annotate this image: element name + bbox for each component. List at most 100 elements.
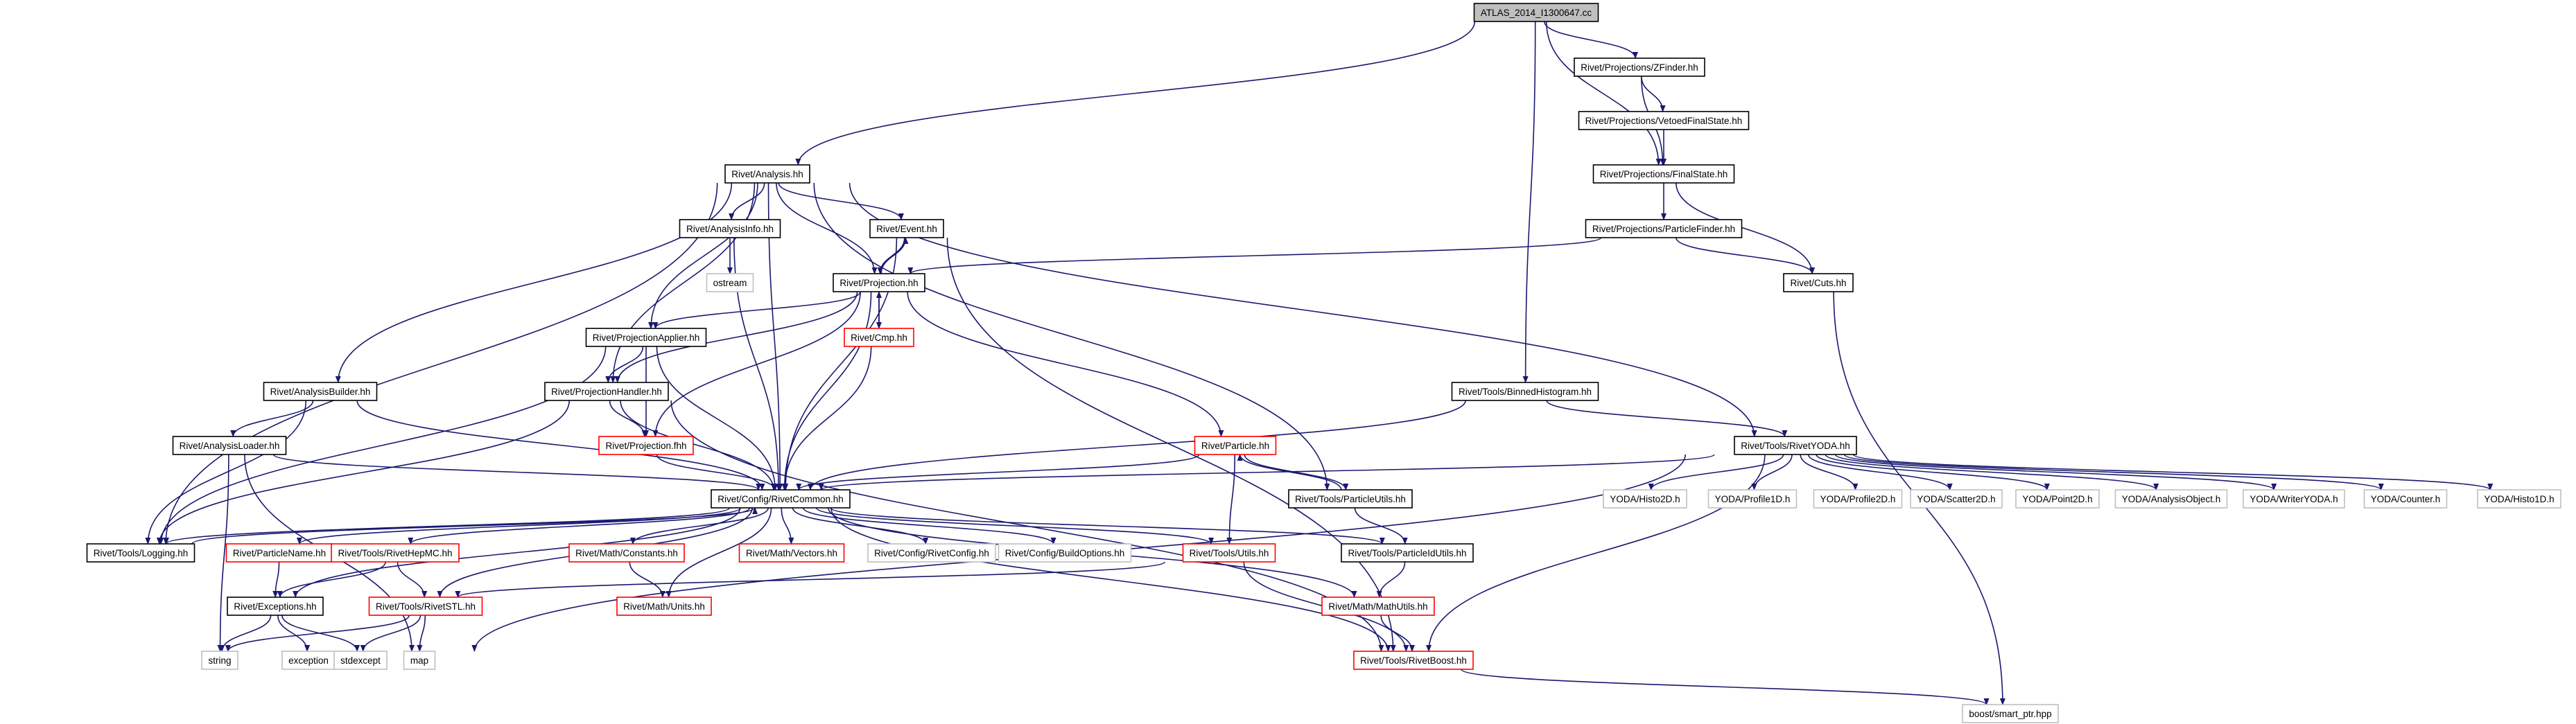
node-rivethepmc[interactable]: Rivet/Tools/RivetHepMC.hh [331, 543, 460, 563]
node-mathvectors[interactable]: Rivet/Math/Vectors.hh [738, 543, 845, 563]
node-box [2015, 489, 2100, 509]
node-box [568, 543, 685, 563]
edge-rivetyoda-to-analysisobject [1825, 454, 2159, 491]
node-label: YODA/Profile2D.h [1820, 494, 1896, 504]
node-analysisobject: YODA/AnalysisObject.h [2114, 489, 2228, 509]
edge-rivetstl-to-map [417, 615, 426, 652]
edge-finalstate-to-cuts [1676, 182, 1816, 274]
node-projapplier[interactable]: Rivet/ProjectionApplier.hh [585, 328, 707, 347]
node-box [1734, 436, 1857, 455]
node-label: YODA/Counter.h [2371, 494, 2441, 504]
node-box [403, 651, 436, 670]
node-logging[interactable]: Rivet/Tools/Logging.hh [86, 543, 195, 563]
node-label: Rivet/ParticleName.hh [233, 548, 326, 558]
node-label: YODA/WriterYODA.h [2249, 494, 2338, 504]
node-analysisbuilder[interactable]: Rivet/AnalysisBuilder.hh [263, 382, 378, 401]
node-box [616, 597, 712, 616]
edge-logging-to-rivetcommon [191, 507, 758, 545]
node-map: map [403, 651, 436, 670]
node-label: Rivet/Math/MathUtils.hh [1328, 601, 1427, 612]
edge-rivetstl-to-stdexcept [360, 615, 421, 652]
node-box [1182, 543, 1276, 563]
node-label: Rivet/Tools/ParticleUtils.hh [1295, 494, 1406, 504]
node-rivetstl[interactable]: Rivet/Tools/RivetSTL.hh [368, 597, 483, 616]
node-box [1574, 58, 1705, 77]
edge-mathconstants-to-mathunits [629, 561, 665, 598]
node-rivetyoda[interactable]: Rivet/Tools/RivetYODA.hh [1734, 436, 1857, 455]
node-box [1321, 597, 1435, 616]
node-label: Rivet/Projection.hh [839, 278, 918, 288]
node-box [333, 651, 388, 670]
node-histo2d: YODA/Histo2D.h [1603, 489, 1687, 509]
node-box [1585, 219, 1743, 238]
node-utils[interactable]: Rivet/Tools/Utils.hh [1182, 543, 1276, 563]
edge-analysisbuilder-to-analysisloader [230, 400, 314, 437]
node-scatter2d: YODA/Scatter2D.h [1910, 489, 2003, 509]
node-finalstate[interactable]: Rivet/Projections/FinalState.hh [1592, 164, 1735, 184]
node-zfinder[interactable]: Rivet/Projections/ZFinder.hh [1574, 58, 1705, 77]
node-smartptr: boost/smart_ptr.hpp [1962, 704, 2059, 723]
node-rivetboost[interactable]: Rivet/Tools/RivetBoost.hh [1353, 651, 1474, 670]
edge-rivethepmc-to-exceptions [277, 561, 386, 598]
node-binnedhisto[interactable]: Rivet/Tools/BinnedHistogram.hh [1451, 382, 1599, 401]
node-cmp[interactable]: Rivet/Cmp.hh [844, 328, 914, 347]
edges-layer [145, 21, 2493, 705]
node-projhandler[interactable]: Rivet/ProjectionHandler.hh [544, 382, 669, 401]
node-label: Rivet/Analysis.hh [731, 169, 803, 179]
node-mathunits[interactable]: Rivet/Math/Units.hh [616, 597, 712, 616]
node-event[interactable]: Rivet/Event.hh [869, 219, 944, 238]
node-label: Rivet/Math/Constants.hh [575, 548, 678, 558]
node-vetoed[interactable]: Rivet/Projections/VetoedFinalState.hh [1578, 111, 1750, 130]
node-particleidutils[interactable]: Rivet/Tools/ParticleIdUtils.hh [1341, 543, 1474, 563]
node-box [1707, 489, 1798, 509]
node-analysisinfo[interactable]: Rivet/AnalysisInfo.hh [679, 219, 781, 238]
nodes-layer: ATLAS_2014_I1300647.ccRivet/Projections/… [86, 3, 2561, 723]
node-box [1813, 489, 1903, 509]
node-box [1288, 489, 1413, 509]
node-box [711, 489, 851, 509]
node-box [1592, 164, 1735, 184]
node-label: Rivet/Tools/RivetHepMC.hh [338, 548, 452, 558]
edge-projection-to-particle [907, 291, 1224, 437]
node-mathconstants[interactable]: Rivet/Math/Constants.hh [568, 543, 685, 563]
node-box [869, 219, 944, 238]
node-exceptions[interactable]: Rivet/Exceptions.hh [227, 597, 324, 616]
edge-utils-to-rivetstl [455, 561, 1166, 598]
node-cuts[interactable]: Rivet/Cuts.hh [1783, 273, 1854, 292]
node-projfhh[interactable]: Rivet/Projection.fhh [598, 436, 694, 455]
node-particlename[interactable]: Rivet/ParticleName.hh [225, 543, 333, 563]
node-analysisloader[interactable]: Rivet/AnalysisLoader.hh [172, 436, 287, 455]
node-analysis[interactable]: Rivet/Analysis.hh [724, 164, 810, 184]
node-particle[interactable]: Rivet/Particle.hh [1194, 436, 1277, 455]
node-rivetcommon[interactable]: Rivet/Config/RivetCommon.hh [711, 489, 851, 509]
node-box [172, 436, 287, 455]
node-rivetconfig: Rivet/Config/RivetConfig.hh [867, 543, 996, 563]
node-particleutils[interactable]: Rivet/Tools/ParticleUtils.hh [1288, 489, 1413, 509]
node-box [1783, 273, 1854, 292]
node-label: YODA/Profile1D.h [1715, 494, 1791, 504]
node-ostream: ostream [706, 273, 754, 292]
edge-rivetyoda-to-histo2d [1648, 454, 1784, 491]
edge-particlefinder-to-cuts [1676, 237, 1816, 274]
node-label: YODA/AnalysisObject.h [2122, 494, 2221, 504]
node-box [225, 543, 333, 563]
edge-rivetcommon-to-logging [164, 507, 730, 545]
node-label: Rivet/Projections/VetoedFinalState.hh [1585, 116, 1743, 126]
node-profile2d: YODA/Profile2D.h [1813, 489, 1903, 509]
edge-particlefinder-to-projection [907, 237, 1602, 274]
edge-projhandler-to-logging [156, 400, 571, 545]
node-projection[interactable]: Rivet/Projection.hh [833, 273, 925, 292]
edge-exceptions-to-exception [277, 615, 311, 652]
edge-projection-to-projhandler [614, 291, 858, 383]
node-box [201, 651, 238, 670]
node-label: YODA/Histo1D.h [2484, 494, 2554, 504]
node-label: Rivet/ProjectionApplier.hh [593, 333, 700, 343]
edge-rivetyoda-to-scatter2d [1807, 454, 1953, 491]
node-counter: YODA/Counter.h [2363, 489, 2448, 509]
node-particlefinder[interactable]: Rivet/Projections/ParticleFinder.hh [1585, 219, 1743, 238]
node-mathutils[interactable]: Rivet/Math/MathUtils.hh [1321, 597, 1435, 616]
edge-projection-to-projapplier [652, 291, 861, 329]
edge-rivetyoda-to-rivetcommon [819, 454, 1715, 491]
edge-rivetcommon-to-rivetboost [830, 507, 1391, 652]
node-label: Rivet/Config/RivetCommon.hh [717, 494, 844, 504]
